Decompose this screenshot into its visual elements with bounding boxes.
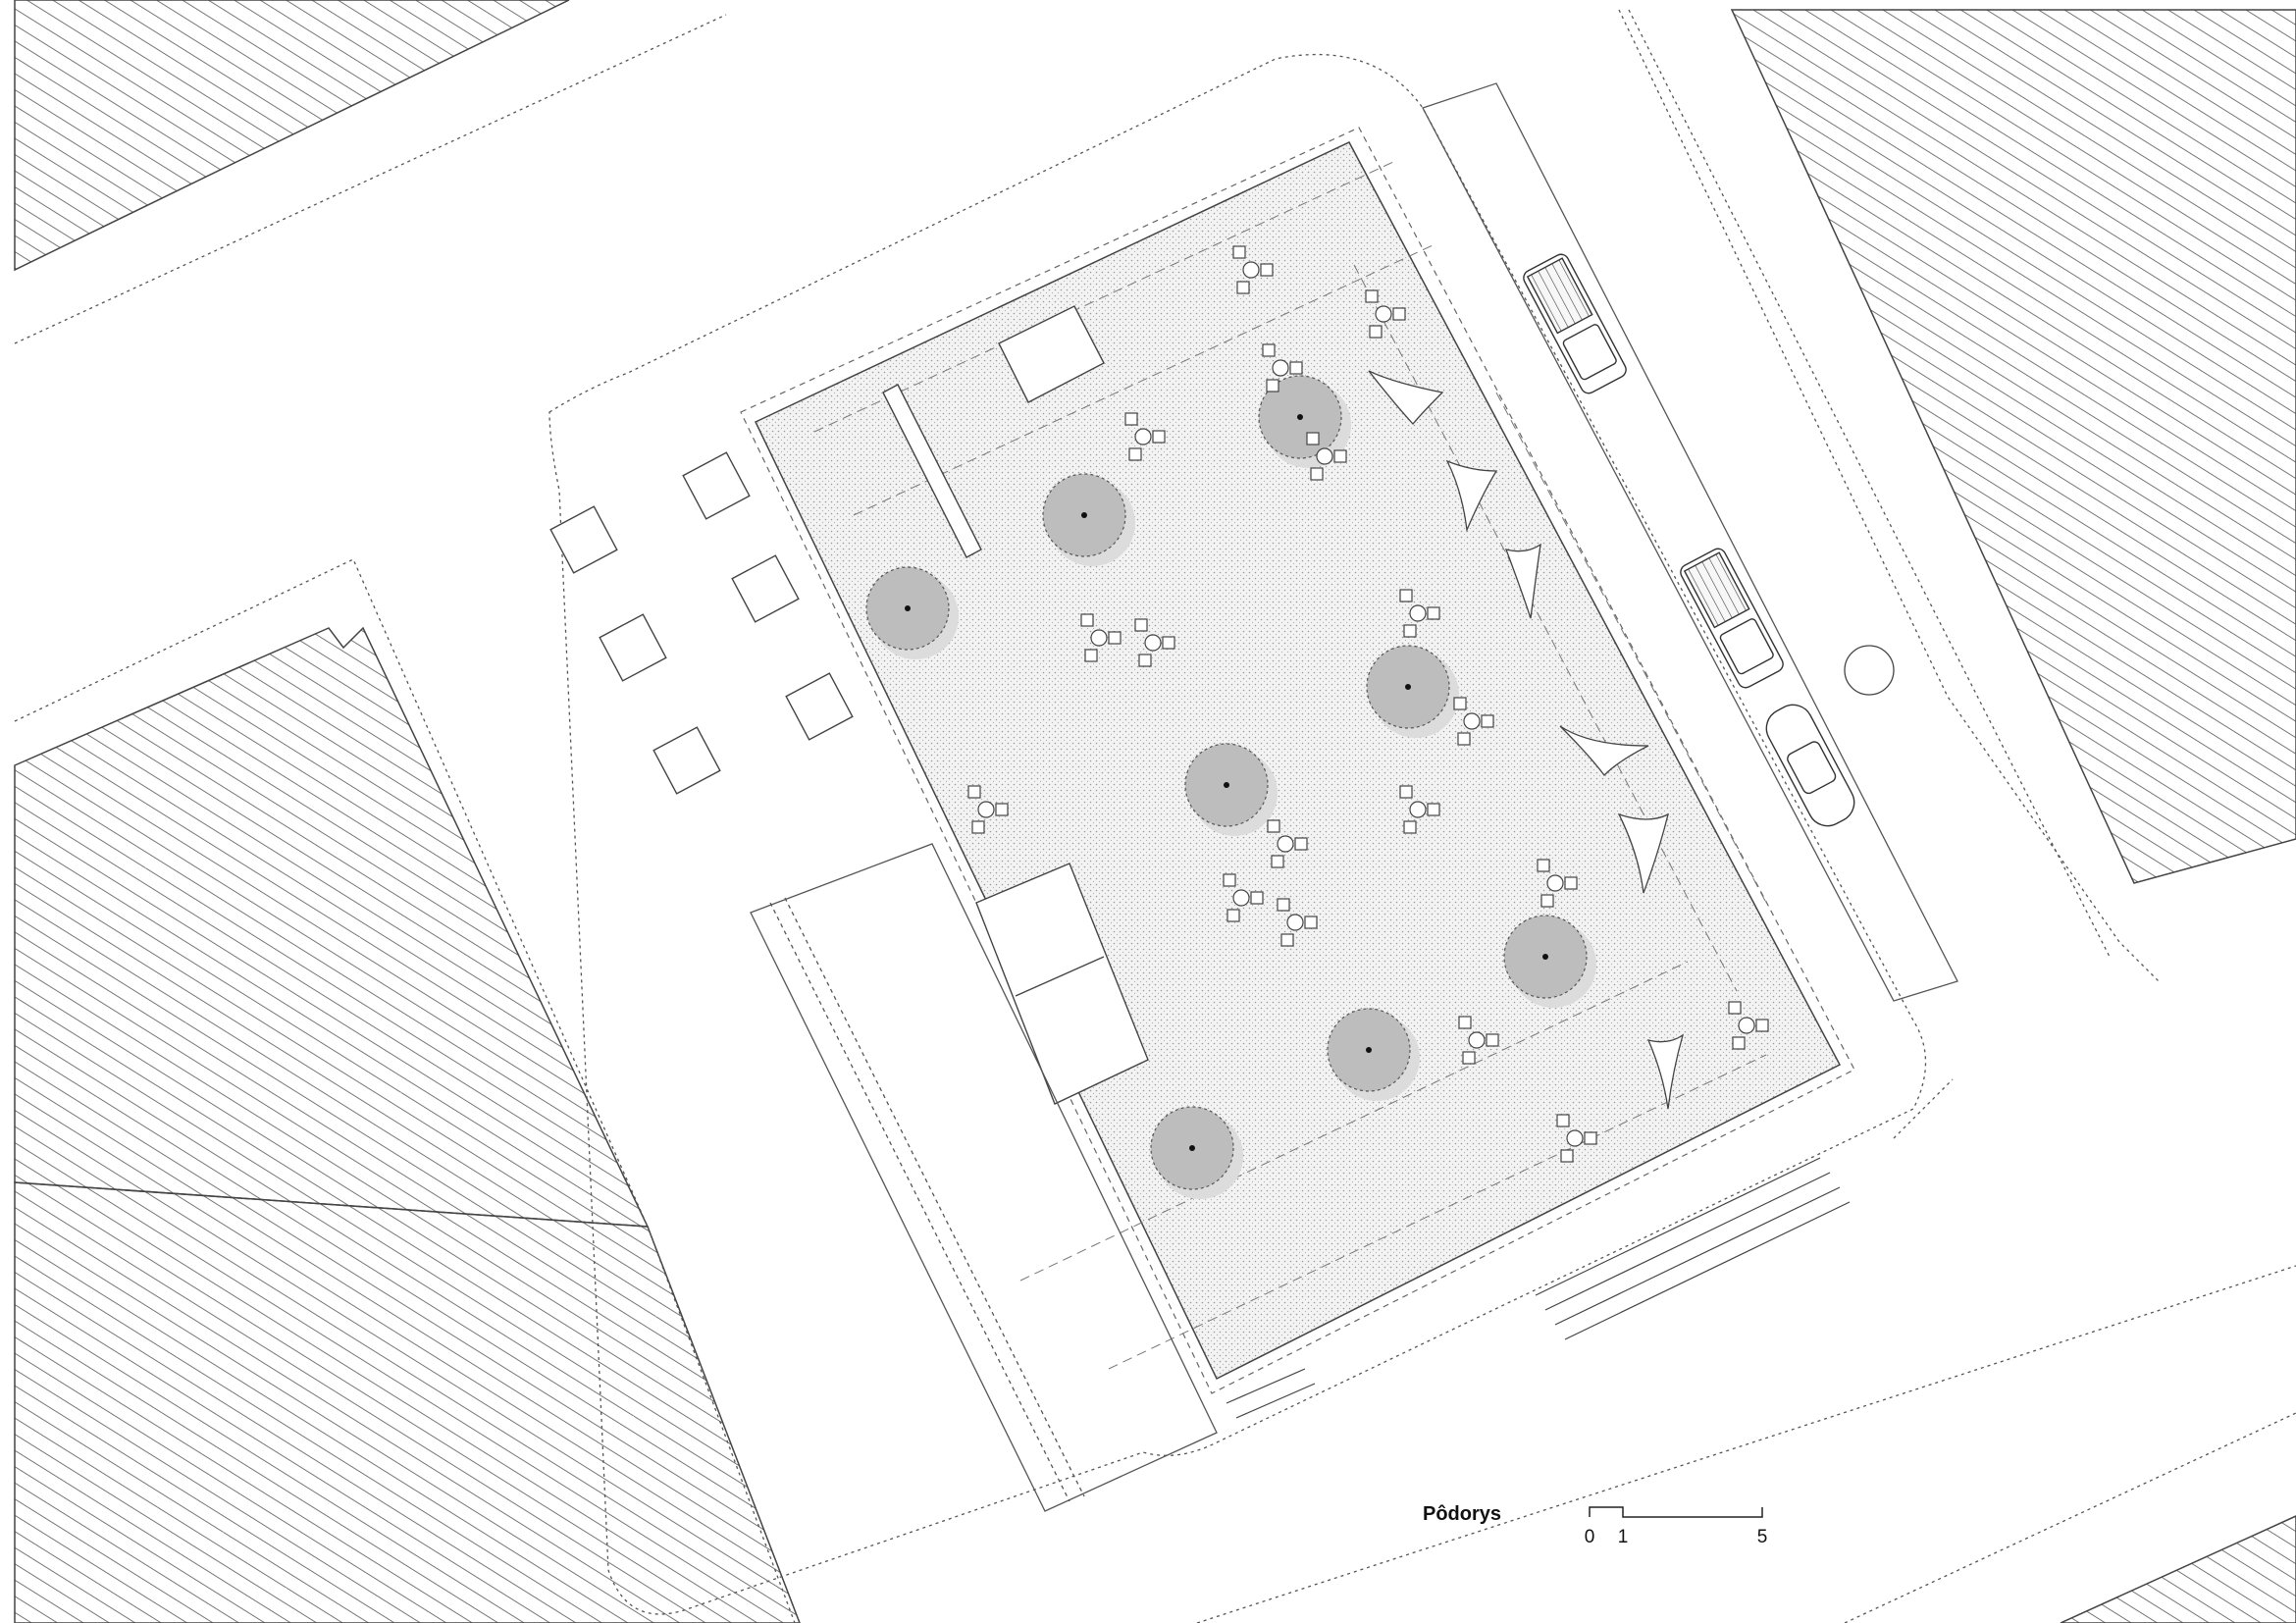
table-set: [1267, 819, 1308, 868]
shade-sail: [1617, 812, 1669, 894]
stage: [975, 863, 1149, 1105]
paving-grid: [813, 161, 1767, 1370]
scale-label-0: 0: [1584, 1527, 1595, 1547]
table-set: [967, 785, 1009, 834]
plaza-paving: [754, 141, 1842, 1381]
tree: [1327, 1008, 1420, 1101]
plaza: [740, 127, 1855, 1394]
table-set: [1728, 1001, 1769, 1050]
tree: [1258, 375, 1351, 468]
planting-squares: [549, 451, 854, 795]
table-set: [1453, 697, 1494, 746]
parking-strip: [1422, 82, 1958, 1002]
bike-racks: [1226, 1157, 1851, 1419]
bike-rack-large: [1535, 1157, 1851, 1340]
car-pickup: [1523, 253, 1627, 394]
table-set: [1399, 589, 1440, 638]
block-outline: [548, 53, 1927, 1615]
building-left: [14, 626, 650, 1228]
building-hatched-areas: [14, 0, 2296, 1623]
long-bench: [882, 384, 982, 558]
table-set: [1124, 412, 1166, 461]
shade-sail: [1504, 543, 1541, 619]
shade-sail: [1559, 725, 1649, 776]
bike-rack-small: [1226, 1368, 1316, 1419]
shade-sail: [1445, 459, 1498, 533]
plaza-outer-edge: [740, 127, 1855, 1394]
shade-sail: [1368, 370, 1444, 425]
scale-bar-graphic: [1589, 1506, 1763, 1518]
tree: [1366, 645, 1459, 738]
car-pickup: [1680, 548, 1784, 689]
table-sets: [967, 245, 1769, 1163]
building-top-left: [14, 0, 570, 272]
building-left-lower: [14, 1181, 801, 1623]
table-set: [1134, 618, 1175, 667]
tree: [1150, 1106, 1243, 1199]
shade-sail: [1646, 1033, 1685, 1110]
table-set: [1223, 873, 1264, 922]
scale-label-1: 1: [1617, 1527, 1629, 1547]
scale-bar: 0 1 5: [1584, 1503, 1770, 1572]
left-strip: [750, 843, 1218, 1512]
table-set: [1080, 613, 1122, 662]
table-set: [1458, 1016, 1499, 1065]
tree: [1184, 743, 1278, 836]
table-set: [1306, 432, 1347, 481]
scale-label-5: 5: [1756, 1527, 1768, 1547]
table-set: [1399, 785, 1440, 834]
table-set: [1537, 859, 1578, 908]
small-pavilion: [998, 305, 1105, 403]
roundabout-marker: [1844, 645, 1895, 696]
building-bottom-right: [2060, 1515, 2296, 1623]
table-set: [1262, 343, 1303, 393]
cars: [1523, 253, 1855, 827]
tree: [865, 566, 959, 659]
table-set: [1556, 1114, 1597, 1163]
building-top-right: [1730, 9, 2296, 884]
table-set: [1232, 245, 1274, 294]
street-lines: [14, 9, 2296, 1623]
table-set: [1277, 898, 1318, 947]
car: [1765, 704, 1855, 827]
shade-sails: [1368, 370, 1685, 1110]
tree: [1503, 915, 1596, 1008]
plan-title: Pôdorys: [1423, 1503, 1502, 1525]
table-set: [1365, 289, 1406, 339]
tree: [1042, 473, 1135, 566]
trees: [865, 375, 1596, 1199]
